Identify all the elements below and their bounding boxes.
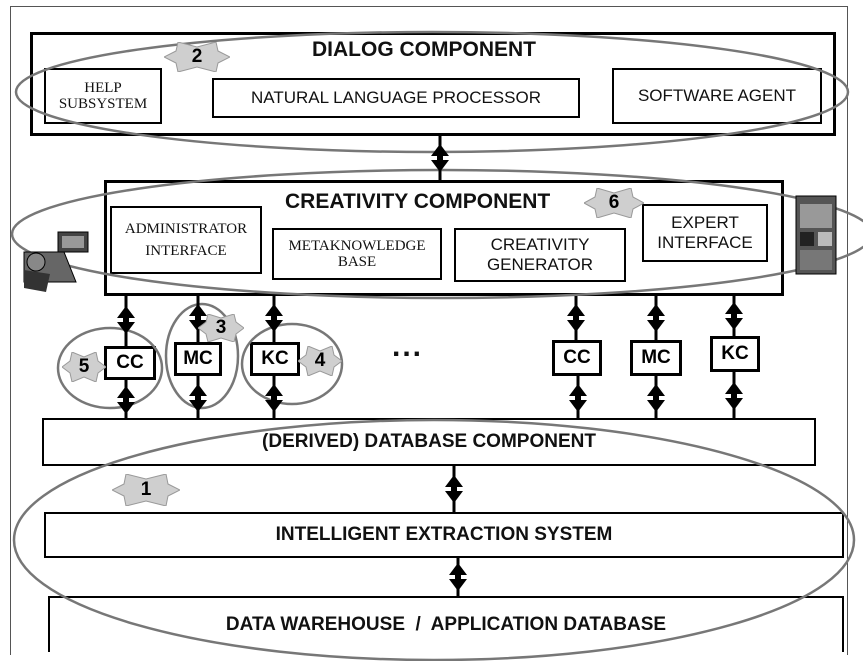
star-badge-icon [198, 314, 244, 342]
badge-5-label: 5 [78, 356, 90, 377]
badge-5: 5 [62, 352, 106, 382]
kc-module-left: KC [250, 342, 300, 376]
metaknowledge-base-line2: BASE [337, 254, 377, 270]
badge-4: 4 [298, 346, 342, 376]
administrator-interface-box: ADMINISTRATOR INTERFACE [110, 206, 262, 274]
expert-icon [795, 195, 837, 275]
cc-module-right-label: CC [563, 347, 591, 368]
natural-language-processor-label: NATURAL LANGUAGE PROCESSOR [250, 88, 541, 107]
kc-module-left-label: KC [261, 348, 289, 369]
star-badge-icon [164, 42, 230, 72]
expert-interface-box: EXPERT INTERFACE [642, 204, 768, 262]
metaknowledge-base-line1: METAKNOWLEDGE [288, 237, 426, 254]
data-warehouse-box: DATA WAREHOUSE / APPLICATION DATABASE [48, 596, 844, 652]
creativity-ellipse [10, 168, 863, 300]
ellipsis: ... [392, 330, 424, 363]
star-badge-icon [62, 352, 106, 382]
metaknowledge-base-box: METAKNOWLEDGE BASE [272, 228, 442, 280]
administrator-interface-line1: ADMINISTRATOR [124, 220, 248, 237]
database-component-box: (DERIVED) DATABASE COMPONENT [42, 418, 816, 466]
star-badge-icon [298, 346, 342, 376]
cc-module-left-label: CC [116, 352, 144, 373]
kc-module-right: KC [710, 336, 760, 372]
cc-module-ellipse [56, 326, 164, 410]
badge-6-label: 6 [608, 192, 620, 213]
star-badge-icon [112, 474, 180, 506]
connector-arrowheads [117, 144, 743, 591]
creativity-generator-box: CREATIVITY GENERATOR [454, 228, 626, 282]
expert-interface-line2: INTERFACE [657, 233, 753, 252]
mc-module-right-label: MC [641, 347, 671, 368]
natural-language-processor-box: NATURAL LANGUAGE PROCESSOR [212, 78, 580, 118]
kc-module-right-label: KC [721, 343, 749, 364]
badge-1-label: 1 [140, 479, 152, 500]
badge-1: 1 [112, 474, 180, 506]
expert-interface-line1: EXPERT [671, 212, 739, 232]
dialog-ellipse [14, 30, 850, 154]
data-warehouse-title: DATA WAREHOUSE / APPLICATION DATABASE [225, 614, 667, 635]
software-agent-box: SOFTWARE AGENT [612, 68, 822, 124]
cc-module-left: CC [104, 346, 156, 380]
kc-module-ellipse [240, 322, 344, 406]
creativity-component-title: CREATIVITY COMPONENT [285, 190, 551, 213]
mc-module-left-label: MC [183, 348, 213, 369]
badge-2-label: 2 [191, 46, 203, 67]
badge-3-label: 3 [215, 317, 227, 338]
creativity-generator-line1: CREATIVITY [490, 234, 590, 254]
mc-module-ellipse [164, 302, 240, 410]
extraction-system-title: INTELLIGENT EXTRACTION SYSTEM [275, 524, 613, 545]
star-badge-icon [584, 188, 644, 218]
help-subsystem-line2: SUBSYSTEM [58, 96, 148, 112]
badge-4-label: 4 [314, 350, 326, 371]
badge-3: 3 [198, 314, 244, 342]
help-subsystem-line1: HELP [84, 79, 122, 96]
user-computer-icon [23, 231, 89, 292]
help-subsystem-box: HELP SUBSYSTEM [44, 68, 162, 124]
administrator-interface-line2: INTERFACE [145, 243, 227, 259]
database-component-title: (DERIVED) DATABASE COMPONENT [262, 431, 596, 452]
creativity-generator-line2: GENERATOR [486, 255, 594, 274]
diagram-frame [10, 6, 848, 655]
mc-module-left: MC [174, 342, 222, 376]
badge-6: 6 [584, 188, 644, 218]
cc-module-right: CC [552, 340, 602, 376]
extraction-system-box: INTELLIGENT EXTRACTION SYSTEM [44, 512, 844, 558]
software-agent-label: SOFTWARE AGENT [637, 86, 797, 105]
badge-2: 2 [164, 42, 230, 72]
dialog-component-title: DIALOG COMPONENT [312, 38, 536, 61]
extraction-ellipse [12, 418, 856, 661]
mc-module-right: MC [630, 340, 682, 376]
